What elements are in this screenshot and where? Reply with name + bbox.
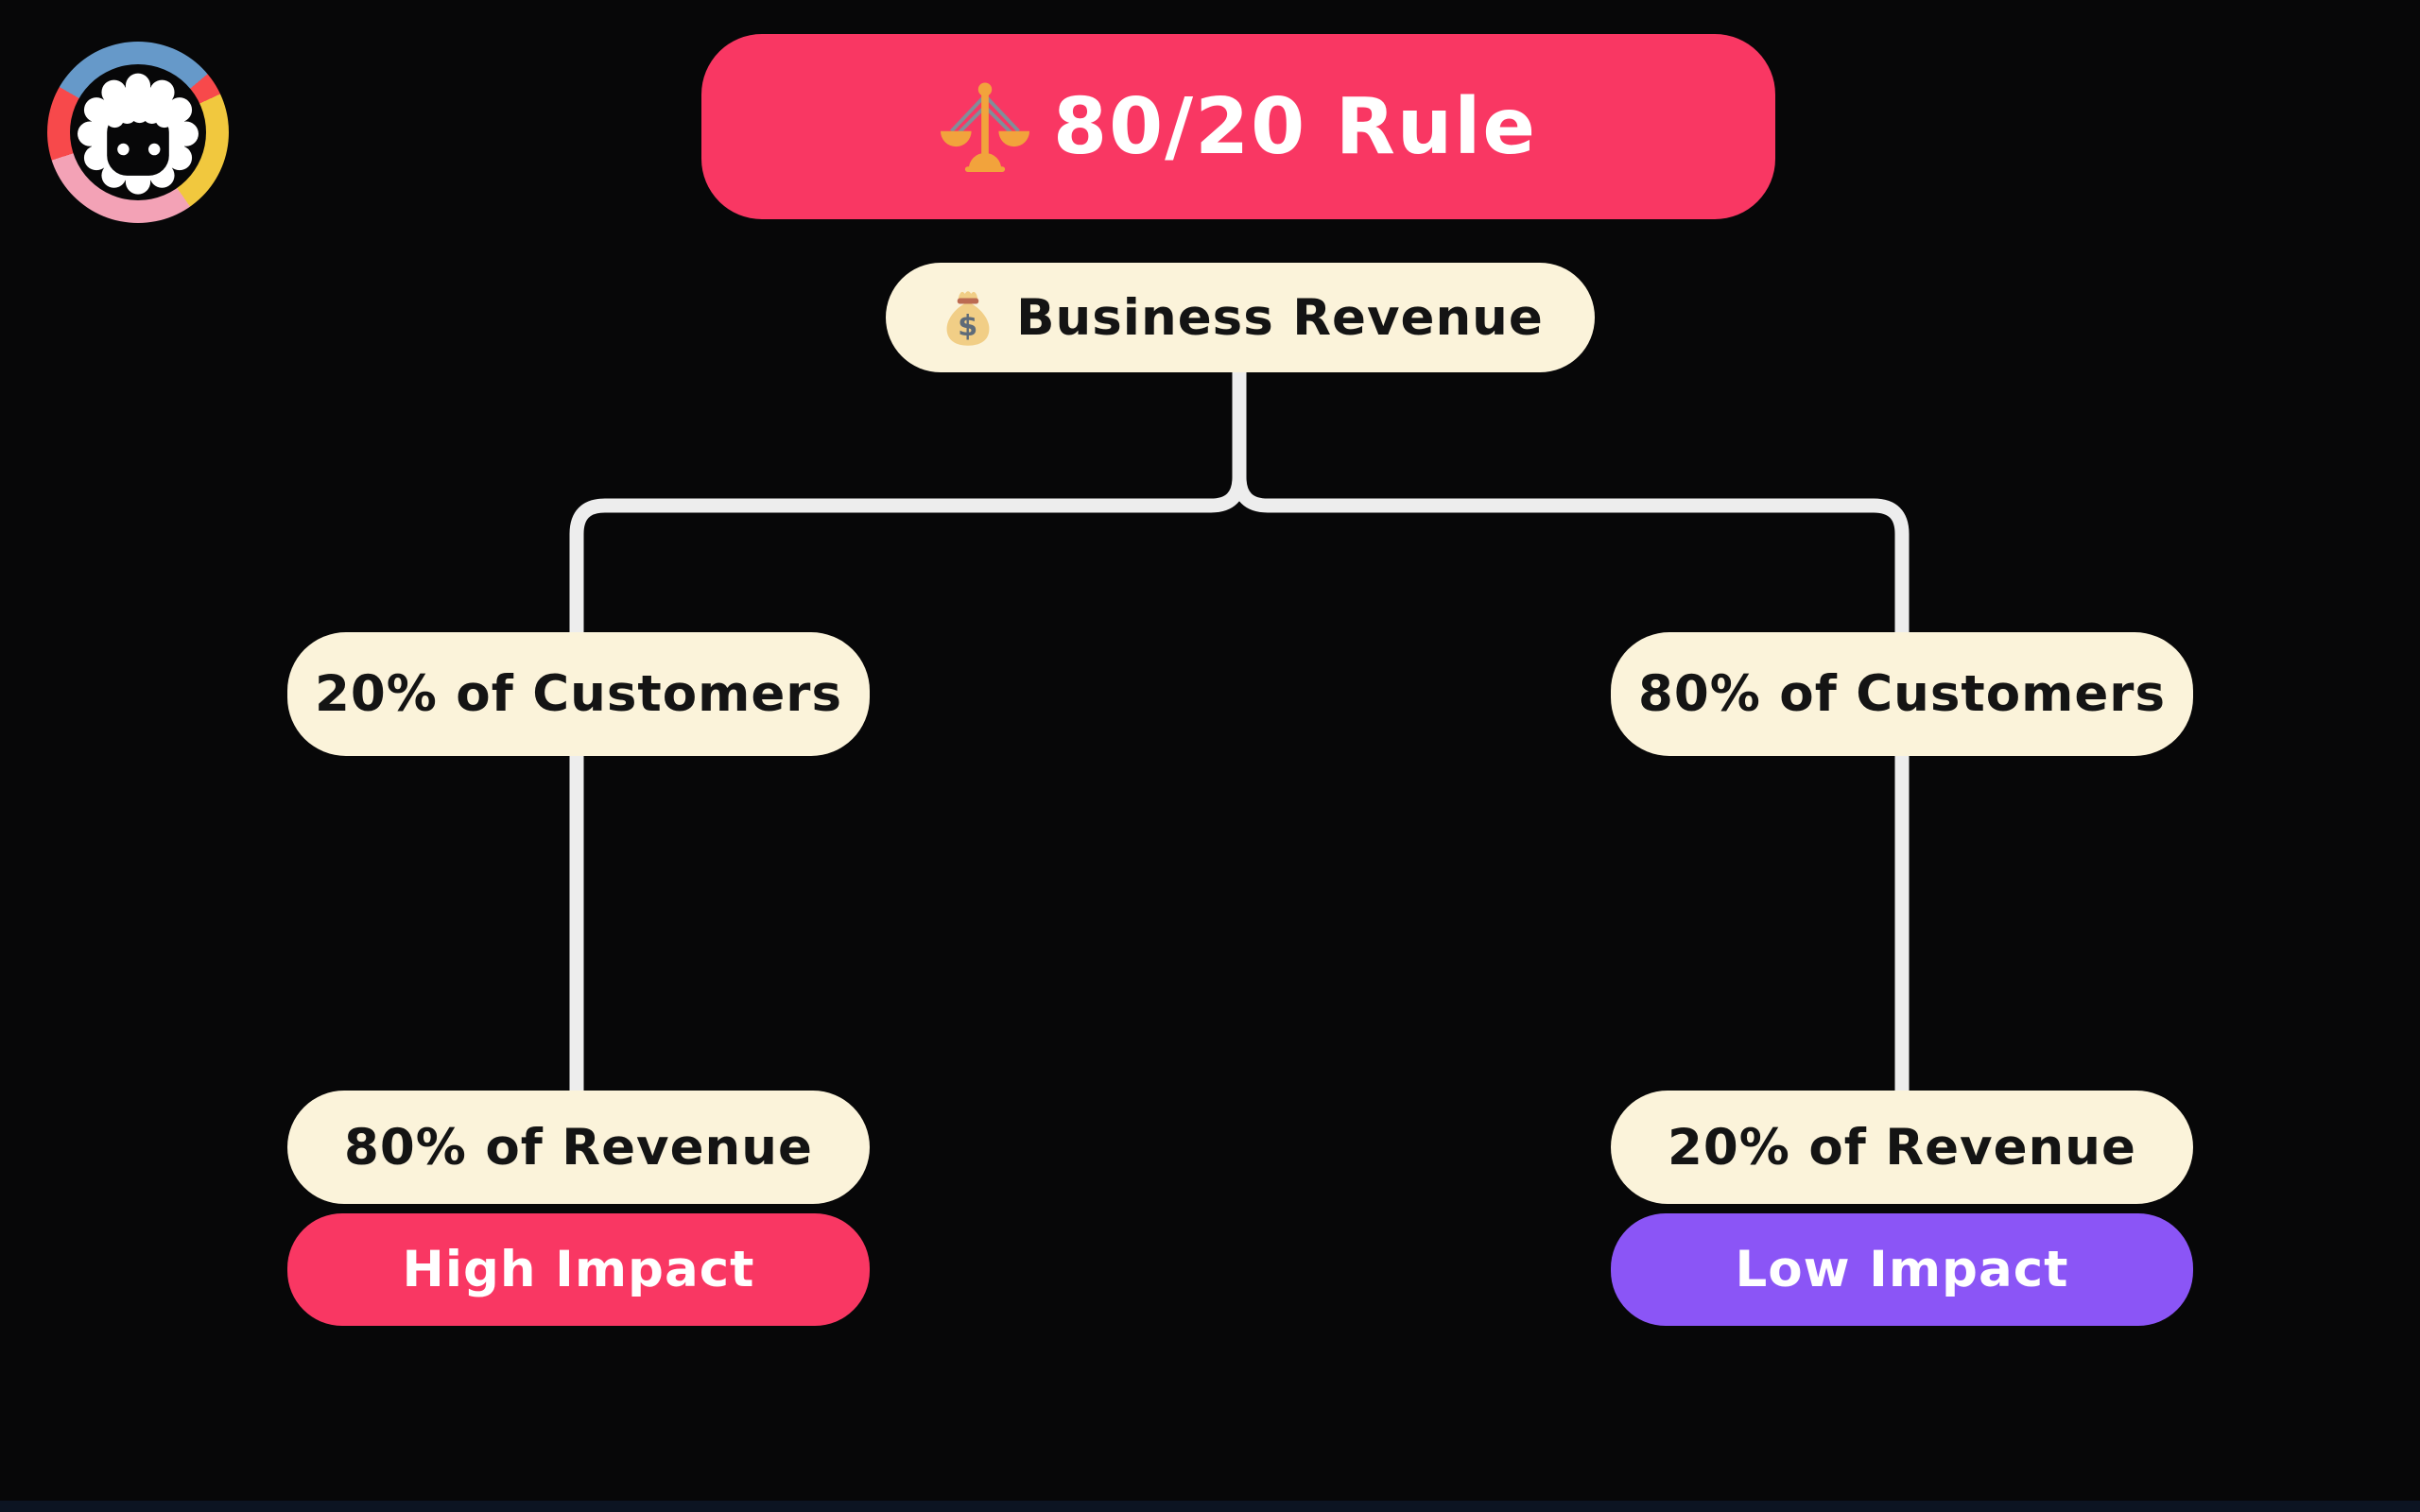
right-customers-label: 80% of Customers xyxy=(1637,665,2166,723)
sheep-face-icon xyxy=(78,73,199,195)
connector-root-to-left xyxy=(569,365,1247,639)
svg-text:$: $ xyxy=(958,310,978,343)
node-left-revenue[interactable]: 80% of Revenue xyxy=(287,1091,870,1204)
node-left-customers[interactable]: 20% of Customers xyxy=(287,632,870,756)
sheep-mascot-logo xyxy=(47,42,229,223)
left-revenue-label: 80% of Revenue xyxy=(344,1118,813,1177)
node-right-revenue[interactable]: 20% of Revenue xyxy=(1611,1091,2193,1204)
node-right-customers[interactable]: 80% of Customers xyxy=(1611,632,2193,756)
title-label: 80/20 Rule xyxy=(1053,81,1537,172)
balance-scale-icon xyxy=(940,81,1030,172)
title-banner[interactable]: 80/20 Rule xyxy=(701,34,1775,219)
left-customers-label: 20% of Customers xyxy=(314,665,842,723)
node-business-revenue[interactable]: $ Business Revenue xyxy=(886,263,1595,372)
root-label: Business Revenue xyxy=(1016,288,1544,347)
low-impact-label: Low Impact xyxy=(1735,1241,2069,1298)
high-impact-label: High Impact xyxy=(402,1241,755,1298)
money-bag-icon: $ xyxy=(937,286,999,349)
node-high-impact[interactable]: High Impact xyxy=(287,1213,870,1326)
node-low-impact[interactable]: Low Impact xyxy=(1611,1213,2193,1326)
right-revenue-label: 20% of Revenue xyxy=(1668,1118,2136,1177)
bottom-edge-strip xyxy=(0,1501,2420,1512)
connector-root-to-right xyxy=(1232,365,1910,639)
